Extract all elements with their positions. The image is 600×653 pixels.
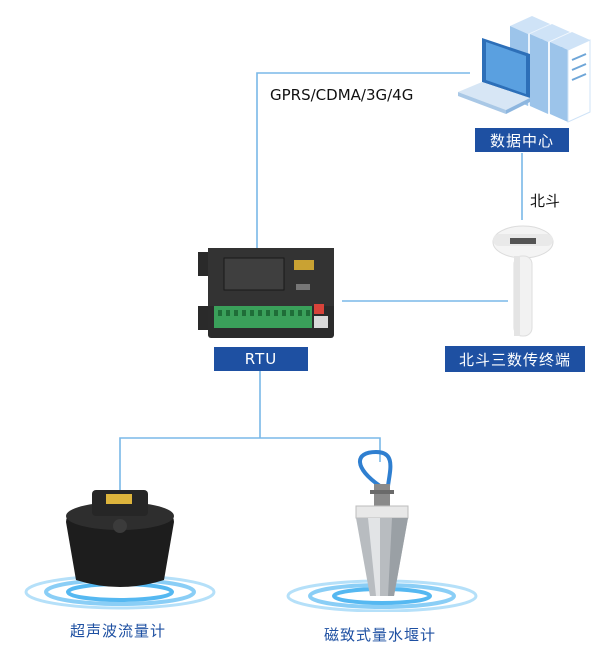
data-center-label: 数据中心 [475,128,569,152]
rtu-device [198,248,334,338]
rtu-to-datacenter-line [256,72,470,248]
network-link-label: GPRS/CDMA/3G/4G [270,86,414,104]
branch-line [119,437,381,493]
beidou-terminal-label: 北斗三数传终端 [445,346,585,372]
ultrasonic-flowmeter-device [24,490,216,610]
ultrasonic-flowmeter-label: 超声波流量计 [70,622,167,640]
magnetostrictive-gauge-label: 磁致式量水堰计 [324,626,437,644]
beidou-terminal-device [492,225,554,337]
server-rack-icon [510,16,591,123]
data-center-illustration [458,16,591,123]
rtu-label: RTU [214,347,308,371]
beidou-link-label: 北斗 [530,192,561,210]
magnetostrictive-gauge-device [286,449,478,612]
laptop-icon [458,38,530,114]
